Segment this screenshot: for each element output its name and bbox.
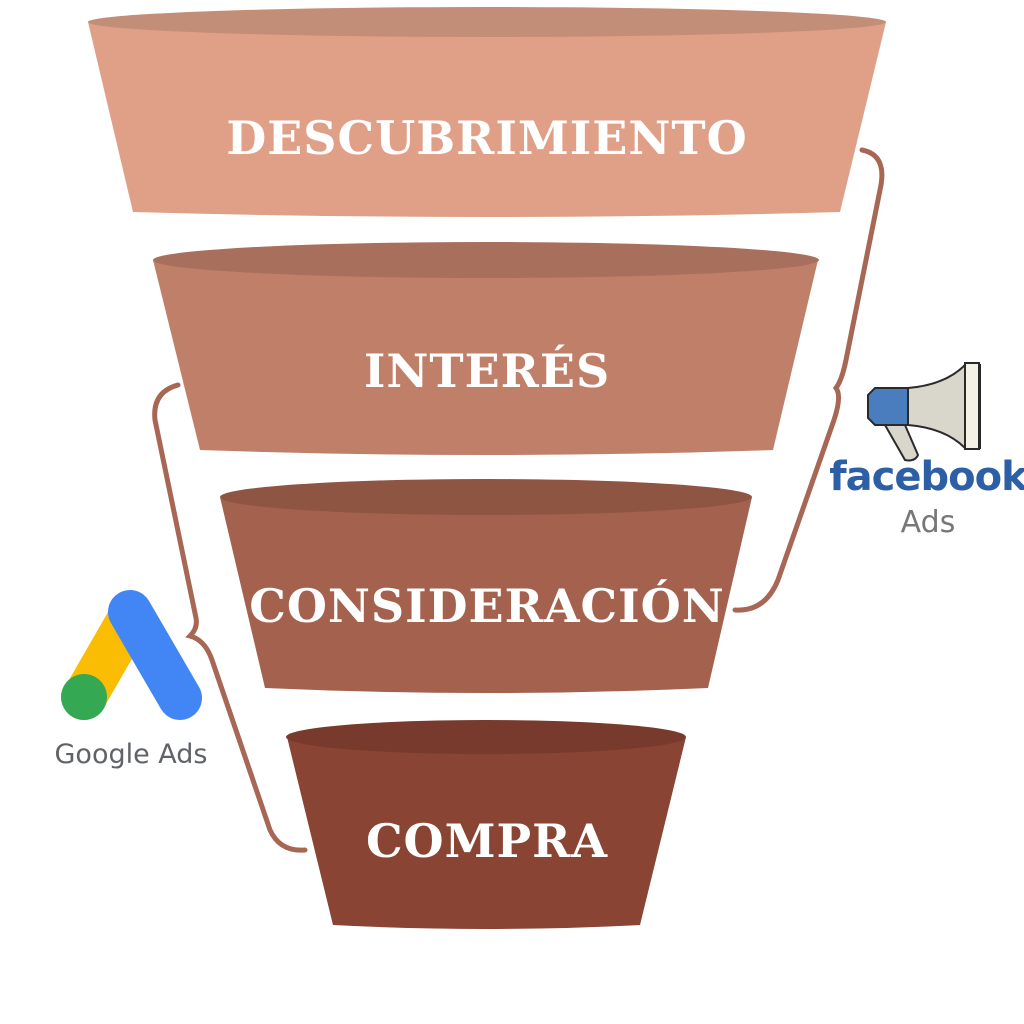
funnel-stage-rim	[286, 720, 686, 754]
stage-label: CONSIDERACIÓN	[249, 578, 725, 633]
funnel-stage-interes: INTERÉS	[153, 242, 819, 455]
left-brace	[152, 382, 308, 853]
google-ads-logo: Google Ads	[55, 590, 208, 770]
funnel-stage-body	[287, 737, 686, 929]
right-brace	[732, 147, 885, 613]
funnel-stage-compra: COMPRA	[286, 720, 686, 929]
facebook-ads-logo: facebook Ads	[829, 362, 1024, 540]
funnel-stage-rim	[88, 7, 886, 37]
funnel-stage-consideracion: CONSIDERACIÓN	[220, 479, 752, 693]
google-ads-icon	[61, 590, 202, 720]
funnel-stage-body	[88, 22, 886, 217]
funnel-stage-body	[220, 497, 752, 693]
facebook-ads-label: Ads	[901, 505, 956, 540]
funnel-stage-rim	[153, 242, 819, 278]
funnel-stage-descubrimiento: DESCUBRIMIENTO	[88, 7, 886, 217]
google-ads-label: Google Ads	[55, 739, 208, 770]
stage-label: DESCUBRIMIENTO	[226, 111, 747, 165]
facebook-wordmark: facebook	[829, 454, 1024, 500]
stage-label: COMPRA	[366, 814, 608, 868]
funnel-stage-body	[153, 260, 818, 455]
stage-label: INTERÉS	[364, 343, 610, 398]
megaphone-icon	[867, 362, 981, 462]
funnel-stage-rim	[220, 479, 752, 515]
